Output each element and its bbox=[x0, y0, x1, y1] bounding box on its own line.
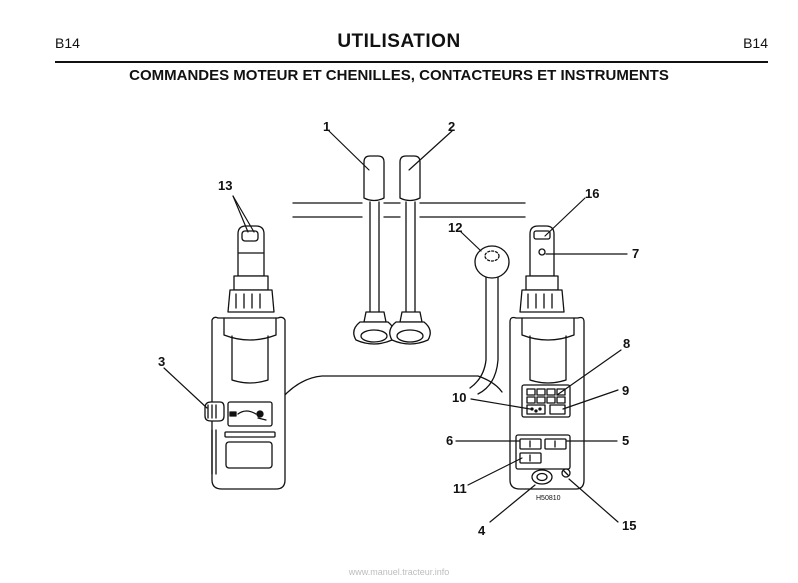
callout-6: 6 bbox=[446, 433, 453, 448]
callout-5: 5 bbox=[622, 433, 629, 448]
callout-8: 8 bbox=[623, 336, 630, 351]
page-title: UTILISATION bbox=[337, 31, 461, 52]
right-joystick bbox=[519, 225, 565, 313]
switch-panel bbox=[515, 434, 571, 470]
safety-lock-lever bbox=[204, 401, 225, 422]
page-subtitle: COMMANDES MOTEUR ET CHENILLES, CONTACTEU… bbox=[129, 67, 669, 84]
callout-13: 13 bbox=[218, 178, 232, 193]
page-ref-left: B14 bbox=[55, 35, 80, 51]
callout-10: 10 bbox=[452, 390, 466, 405]
header-rule bbox=[55, 61, 768, 63]
accessory-socket bbox=[561, 468, 571, 478]
lock-pictogram-icon bbox=[229, 410, 267, 421]
callout-4: 4 bbox=[478, 523, 486, 538]
console-floor-curve bbox=[281, 375, 503, 399]
callout-15: 15 bbox=[622, 518, 636, 533]
throttle-lever bbox=[469, 245, 510, 395]
monitor-panel bbox=[521, 384, 571, 418]
callout-16: 16 bbox=[585, 186, 599, 201]
callout-1: 1 bbox=[323, 119, 330, 134]
travel-lever-right bbox=[389, 155, 431, 345]
callout-7: 7 bbox=[632, 246, 639, 261]
travel-lever-left bbox=[353, 155, 395, 345]
watermark: www.manuel.tracteur.info bbox=[348, 567, 450, 577]
left-console bbox=[211, 316, 286, 490]
callout-9: 9 bbox=[622, 383, 629, 398]
callout-12: 12 bbox=[448, 220, 462, 235]
starter-switch bbox=[531, 469, 553, 485]
leader-lines bbox=[163, 130, 628, 523]
page-ref-right: B14 bbox=[743, 35, 768, 51]
left-joystick bbox=[227, 225, 275, 313]
figure-reference: H50810 bbox=[536, 495, 561, 502]
callout-11: 11 bbox=[453, 481, 467, 496]
callout-2: 2 bbox=[448, 119, 455, 134]
callout-3: 3 bbox=[158, 354, 165, 369]
